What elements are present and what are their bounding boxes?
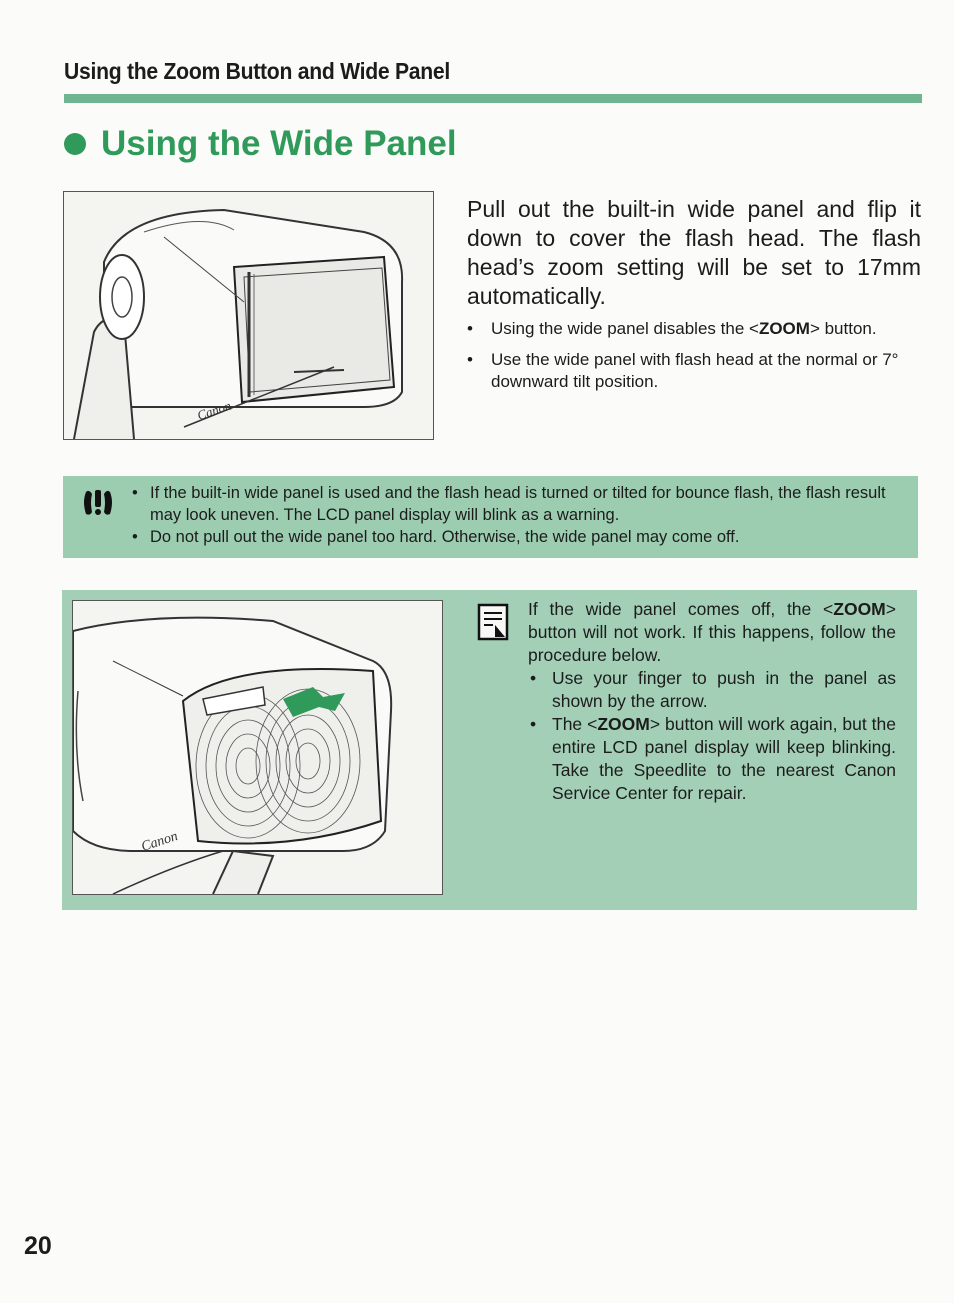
- memo-icon: [477, 603, 509, 641]
- page-number: 20: [24, 1232, 52, 1260]
- repair-step-text: Use your finger to push in the panel as …: [552, 668, 896, 711]
- caution-icon: [84, 490, 112, 515]
- section-title: Using the Wide Panel: [101, 124, 457, 163]
- note-item: Use the wide panel with flash head at th…: [467, 349, 921, 393]
- zoom-keyword: ZOOM: [758, 319, 810, 338]
- wide-panel-illustration: Canon: [63, 191, 434, 440]
- repair-note-text: If the wide panel comes off, the <ZOOM> …: [528, 598, 896, 805]
- header-rule: [64, 94, 922, 103]
- repair-step-text: The <: [552, 714, 598, 734]
- lead-paragraph: Pull out the built-in wide panel and fli…: [467, 196, 921, 309]
- repair-step-text: > button will work again, but the entire…: [552, 714, 896, 803]
- repair-step: Use your finger to push in the panel as …: [528, 667, 896, 713]
- wide-panel-notes: Using the wide panel disables the <ZOOM>…: [467, 318, 921, 402]
- zoom-keyword: ZOOM: [833, 599, 886, 619]
- caution-item: Do not pull out the wide panel too hard.…: [132, 526, 902, 548]
- push-panel-illustration: Canon: [72, 600, 443, 895]
- repair-intro: If the wide panel comes off, the <ZOOM> …: [528, 598, 896, 667]
- repair-steps: Use your finger to push in the panel as …: [528, 667, 896, 805]
- zoom-keyword: ZOOM: [597, 714, 650, 734]
- repair-step: The <ZOOM> button will work again, but t…: [528, 713, 896, 805]
- fresnel-pattern: [195, 688, 361, 839]
- repair-intro-text: If the wide panel comes off, the <: [528, 599, 834, 619]
- speedlite-drawing: Canon: [64, 192, 433, 439]
- speedlite-push-drawing: Canon: [73, 601, 442, 894]
- repair-intro-text: > button will not work. If this happens,…: [528, 599, 896, 665]
- note-text: > button.: [809, 319, 877, 338]
- note-text: Using the wide panel disables the <: [491, 319, 759, 338]
- caution-list: If the built-in wide panel is used and t…: [132, 482, 902, 548]
- caution-item: If the built-in wide panel is used and t…: [132, 482, 902, 526]
- note-text: Use the wide panel with flash head at th…: [491, 350, 899, 391]
- section-heading: Using the Wide Panel: [64, 124, 457, 164]
- heading-bullet-icon: [64, 133, 86, 155]
- running-header: Using the Zoom Button and Wide Panel: [64, 58, 451, 84]
- note-item: Using the wide panel disables the <ZOOM>…: [467, 318, 921, 340]
